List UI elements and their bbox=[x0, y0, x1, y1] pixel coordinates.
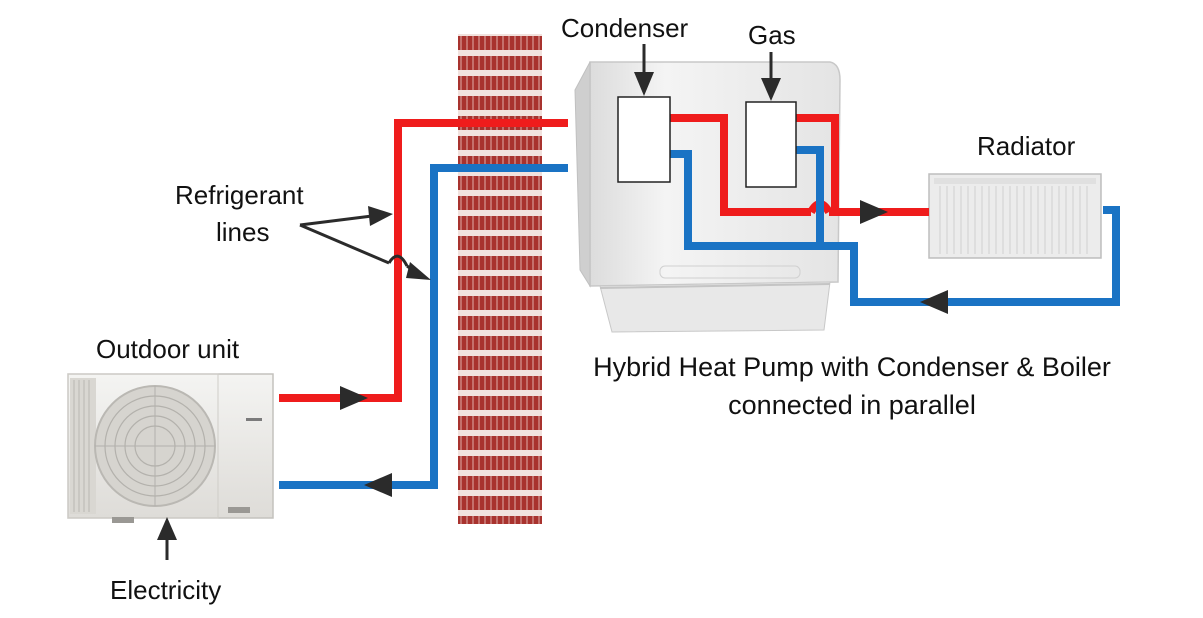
gas-boiler-cold-inlet bbox=[796, 146, 824, 246]
condenser-label: Condenser bbox=[561, 13, 689, 43]
outdoor-unit bbox=[67, 373, 274, 523]
outdoor-unit-label: Outdoor unit bbox=[96, 334, 240, 364]
cold-pipes bbox=[279, 146, 1120, 489]
radiator-label: Radiator bbox=[977, 131, 1076, 161]
arrow-right-refrigerant bbox=[340, 386, 368, 410]
electricity-label: Electricity bbox=[110, 575, 222, 605]
refrigerant-cold-line bbox=[279, 164, 568, 489]
electricity-pointer-arrowhead bbox=[157, 517, 177, 540]
arrow-right-to-radiator bbox=[860, 200, 888, 224]
refrigerant-pointer-arrowhead-2 bbox=[406, 262, 431, 280]
gas-boiler-hot-outlet bbox=[796, 114, 839, 212]
refrigerant-hot-line bbox=[279, 119, 568, 402]
gas-label: Gas bbox=[748, 20, 796, 50]
refrigerant-pointer-arrowhead-1 bbox=[368, 206, 393, 226]
gas-pointer-arrowhead bbox=[761, 78, 781, 101]
arrow-left-return bbox=[920, 290, 948, 314]
pointer-arrows bbox=[157, 44, 781, 560]
hot-flow-line bbox=[670, 114, 811, 216]
refrigerant-lines-label-line2: lines bbox=[216, 217, 270, 247]
condenser-pointer-arrowhead bbox=[634, 72, 654, 96]
refrigerant-bump-hook bbox=[387, 254, 409, 267]
return-flow-line bbox=[670, 150, 1120, 306]
arrow-left-refrigerant bbox=[364, 473, 392, 497]
gas-boiler-box bbox=[745, 101, 797, 188]
diagram-caption-line2: connected in parallel bbox=[728, 390, 976, 420]
condenser-box bbox=[617, 96, 671, 183]
refrigerant-lines-label-line1: Refrigerant bbox=[175, 180, 304, 210]
indoor-boiler-unit bbox=[574, 61, 841, 333]
hot-pipes bbox=[279, 114, 929, 402]
flow-arrows bbox=[340, 200, 948, 497]
brick-wall bbox=[458, 34, 542, 524]
diagram-caption-line1: Hybrid Heat Pump with Condenser & Boiler bbox=[593, 352, 1111, 382]
radiator bbox=[928, 173, 1102, 259]
